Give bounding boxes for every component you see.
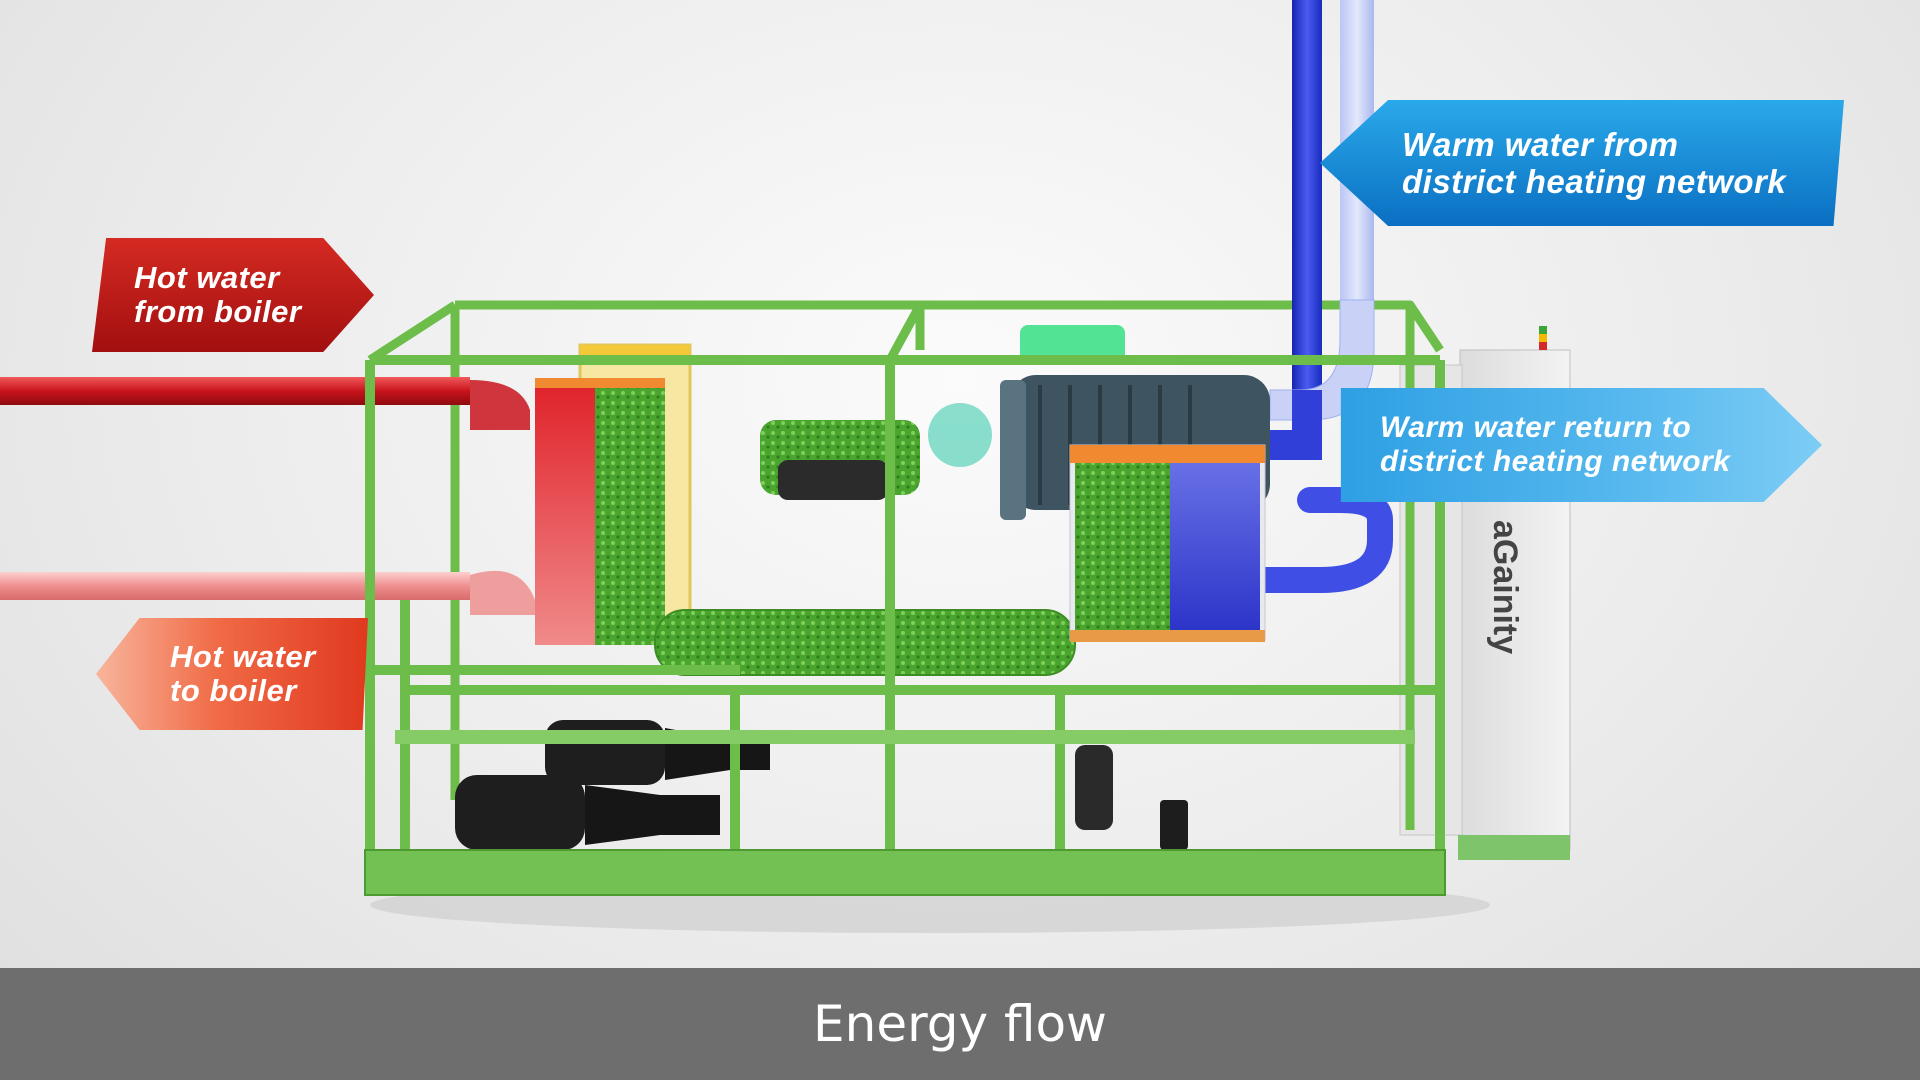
skid-rail xyxy=(395,730,1415,744)
caption-bar: Energy flow xyxy=(0,968,1920,1080)
heat-exchanger-right xyxy=(1069,444,1266,642)
hot-water-from-boiler-label: Hot water from boiler xyxy=(92,238,374,352)
warm-water-supply-pipe xyxy=(1292,0,1322,390)
status-light-icon xyxy=(1539,326,1547,350)
shell-tube-vessel xyxy=(654,420,1076,676)
warm-return-line-1: Warm water return to xyxy=(1380,411,1692,444)
hot-water-to-boiler-label: Hot water to boiler xyxy=(96,618,368,730)
warm-supply-elbow xyxy=(1270,390,1322,460)
heat-exchanger-left xyxy=(470,343,692,645)
warm-return-line-2: district heating network xyxy=(1380,445,1731,478)
hot-from-line-2: from boiler xyxy=(134,294,302,329)
warm-from-line-2: district heating network xyxy=(1402,163,1787,200)
lower-blue-loop xyxy=(1247,487,1393,593)
skid-frame-front xyxy=(365,355,1445,895)
hot-from-line-1: Hot water xyxy=(134,260,280,295)
warm-from-line-1: Warm water from xyxy=(1402,126,1679,163)
hot-water-supply-pipe xyxy=(0,377,470,405)
warm-water-from-network-label: Warm water from district heating network xyxy=(1320,100,1844,226)
brand-logo: aGainity xyxy=(1486,520,1524,654)
warm-water-return-network-label: Warm water return to district heating ne… xyxy=(1340,388,1822,502)
skid-base xyxy=(364,849,1446,896)
hot-to-line-1: Hot water xyxy=(170,639,316,674)
caption-text: Energy flow xyxy=(813,995,1107,1053)
hot-to-line-2: to boiler xyxy=(170,673,297,708)
hot-water-return-pipe xyxy=(0,572,470,600)
